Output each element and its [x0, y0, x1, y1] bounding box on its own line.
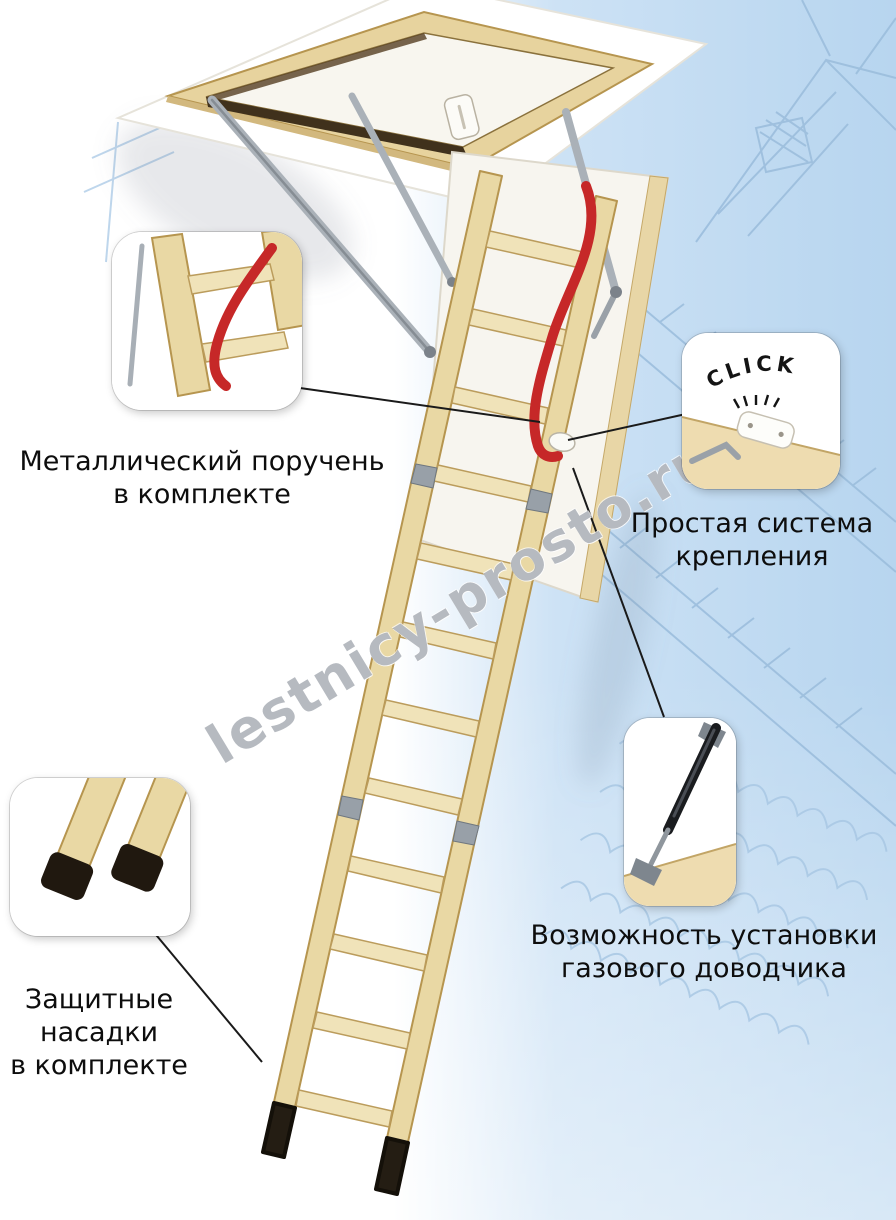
hatch-lid-wood-edge: [579, 175, 669, 603]
handrail-detail-image: [112, 232, 302, 410]
metal-latch-arm: [689, 441, 741, 464]
ceiling-shadow: [116, 119, 354, 281]
label-gas-strut: Возможность установки газового доводчика: [515, 920, 893, 986]
label-gas-line2: газового доводчика: [561, 952, 847, 984]
gas-strut-detail-image: [624, 718, 736, 906]
metal-rod: [127, 243, 145, 387]
wood-plank: [682, 417, 840, 489]
stringer: [260, 232, 302, 332]
lid-shadow: [577, 493, 659, 787]
foot-cap: [111, 844, 164, 892]
callout-line-feet: [151, 929, 263, 1063]
hatch-inner-rim-left: [206, 33, 427, 102]
label-mounting-line2: крепления: [675, 540, 829, 572]
mounting-detail-image: CLICK: [682, 333, 840, 489]
inset-handrail-detail: [112, 232, 302, 410]
strut-bracket-bottom: [630, 858, 662, 886]
inset-gas-strut-detail: [624, 718, 736, 906]
protective-foot-caps: [261, 1101, 410, 1196]
hatch-frame-front-face: [166, 96, 472, 176]
label-handrail-line1: Металлический поручень: [19, 446, 385, 477]
label-mounting-line1: Простая система: [630, 508, 874, 539]
gas-strut-rod: [647, 827, 671, 869]
callout-line-mounting: [567, 413, 687, 441]
emphasis-marks: [732, 394, 781, 409]
hatch-inner-rim: [206, 97, 468, 158]
label-feet-line2: насадки: [39, 1016, 159, 1048]
inset-feet-detail: [10, 778, 190, 936]
label-handrail: Металлический поручень в комплекте: [12, 446, 392, 512]
label-feet-line1: Защитные: [24, 984, 174, 1015]
label-gas-line1: Возможность установки: [530, 920, 878, 951]
handrail: [529, 181, 597, 462]
callout-line-handrail: [299, 387, 541, 423]
foot-cap: [41, 852, 94, 900]
inset-mounting-detail: CLICK: [682, 333, 840, 489]
white-catch: [736, 411, 795, 449]
red-handrail-detail: [209, 243, 277, 391]
label-handrail-line2: в комплекте: [113, 478, 291, 510]
fold-hinges: [337, 463, 553, 846]
wood-plank: [624, 844, 736, 906]
lid-latch: [548, 432, 576, 452]
ladder-steps: [295, 230, 584, 1128]
callout-line-gas: [572, 467, 665, 718]
label-feet-line3: в комплекте: [10, 1049, 188, 1081]
stringer: [150, 232, 212, 398]
feet-detail-image: [10, 778, 190, 936]
label-feet: Защитные насадки в комплекте: [8, 984, 190, 1083]
label-mounting: Простая система крепления: [612, 508, 892, 574]
step: [201, 331, 289, 363]
white-hook-bracket: [443, 94, 480, 141]
callout-lines: [151, 387, 687, 1063]
